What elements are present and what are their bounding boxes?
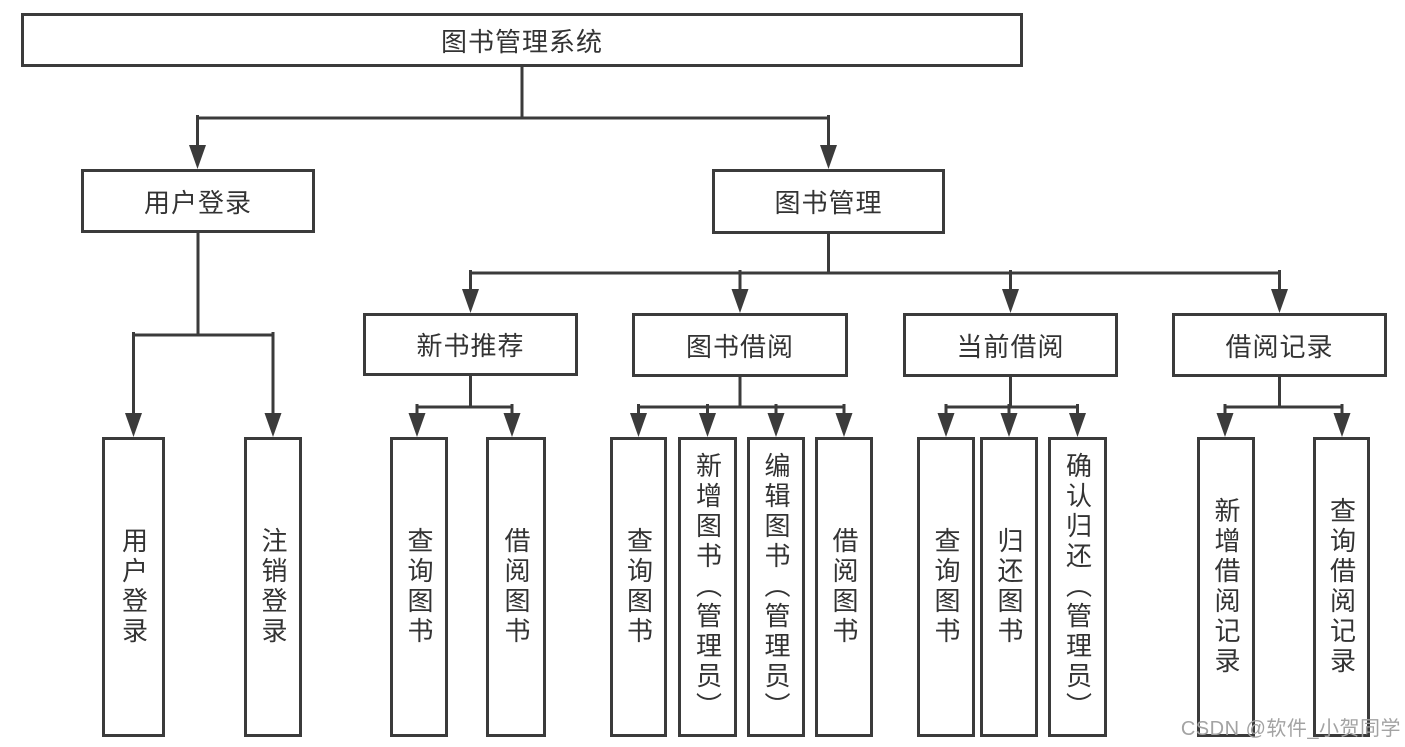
leaf-return-book: 归还图书 [980,437,1038,737]
leaf-add-borrow-record: 新增借阅记录 [1197,437,1255,737]
leaf-edit-book-admin: 编辑图书（管理员） [747,437,805,737]
node-new-book-recommendation: 新书推荐 [363,313,578,376]
node-book-borrowing: 图书借阅 [632,313,848,377]
leaf-query-books-recommend: 查询图书 [390,437,448,737]
node-current-borrowing: 当前借阅 [903,313,1118,377]
leaf-query-books-current: 查询图书 [917,437,975,737]
node-borrowing-records: 借阅记录 [1172,313,1387,377]
node-book-management: 图书管理 [712,169,945,234]
leaf-user-login: 用户登录 [102,437,165,737]
leaf-confirm-return-admin: 确认归还（管理员） [1048,437,1107,737]
watermark: CSDN @软件_小贺同学 [1180,718,1401,740]
node-system-root: 图书管理系统 [21,13,1023,67]
leaf-logout: 注销登录 [244,437,302,737]
arrow-heads [125,145,1351,437]
leaf-borrow-books: 借阅图书 [815,437,873,737]
leaf-query-borrow-record: 查询借阅记录 [1313,437,1370,737]
leaf-add-book-admin: 新增图书（管理员） [678,437,737,737]
tree-edges [132,65,1344,417]
leaf-query-books-borrow: 查询图书 [610,437,667,737]
leaf-borrow-books-recommend: 借阅图书 [486,437,546,737]
node-user-login: 用户登录 [81,169,315,233]
